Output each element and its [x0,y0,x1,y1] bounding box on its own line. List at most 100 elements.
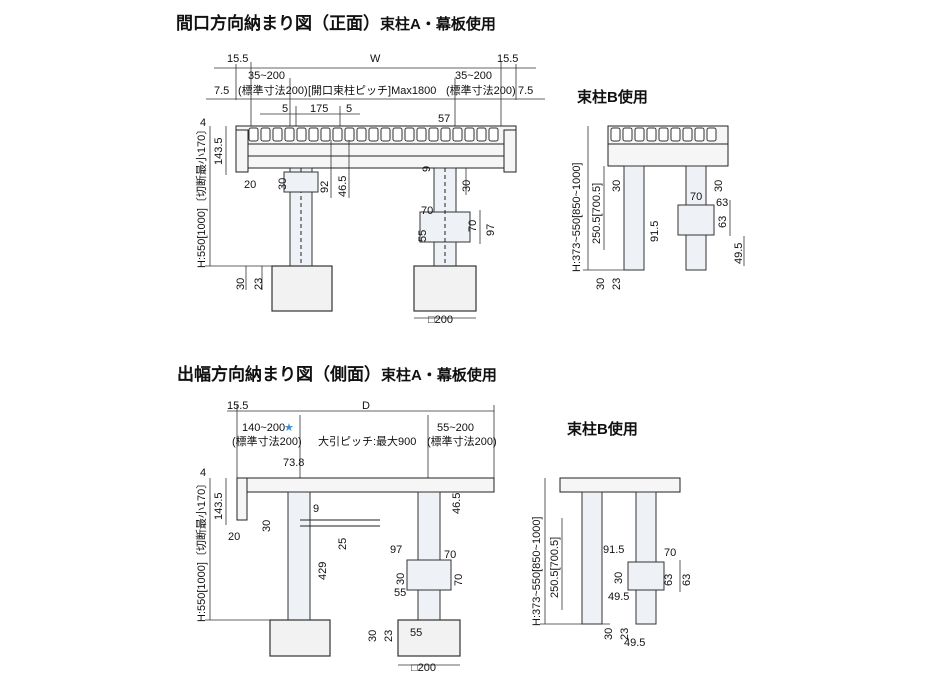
label-b-30-c: 30 [595,278,607,290]
label-30-a: 30 [277,178,289,190]
deck-cell [670,127,681,142]
side-view-subtitle: 束柱A・幕板使用 [381,367,497,384]
label-30-c: 30 [235,278,247,290]
side-b-post-right [635,491,657,625]
label-4: 4 [200,117,206,129]
front-view-title: 間口方向納まり図（正面） [176,14,380,33]
deck-cell [392,127,403,142]
side-labels: 15.5 D 140~200 ★ (標準寸法200) 大引ピッチ:最大900 5… [194,400,497,674]
label-sb-91-5: 91.5 [603,544,624,556]
label-side-25: 25 [337,538,349,550]
label-side-std200-right: (標準寸法200) [427,434,497,448]
deck-cell [634,127,645,142]
label-side-140-200: 140~200 [242,422,285,434]
label-b-63-b: 63 [717,216,729,228]
label-b-63-a: 63 [716,197,728,209]
deck-cell [464,127,475,142]
deck-cell [308,127,319,142]
label-sb-250-5: 250.5[700.5] [549,537,561,598]
label-sq200: □200 [428,314,453,326]
label-sb-63-b: 63 [681,574,693,586]
label-side-70-a: 70 [444,549,456,561]
deck-cell [658,127,669,142]
front-view-subtitle: 束柱A・幕板使用 [380,16,496,33]
label-sb-49-5-a: 49.5 [608,591,629,603]
side-post-left [287,491,311,621]
label-b-30-a: 30 [611,180,623,192]
label-side-429: 429 [317,562,329,580]
deck-cell [452,127,463,142]
front-view-heading: 間口方向納まり図（正面）束柱A・幕板使用 [176,9,496,34]
deck-cell [476,127,487,142]
label-57: 57 [438,113,450,125]
front-fascia-right [503,129,517,173]
deck-cell [428,127,439,142]
side-b-drawing [540,477,681,625]
label-side-73-8: 73.8 [283,457,304,469]
side-b-post-left [581,491,603,625]
label-7-5-right: 7.5 [518,85,533,97]
deck-cell [706,127,717,142]
label-143-5: 143.5 [213,137,225,165]
side-view-drawing [205,405,495,666]
label-5-b: 5 [346,103,352,115]
label-side-d: D [362,400,370,412]
label-pitch: [開口束柱ピッチ]Max1800 [308,83,436,97]
label-sb-70: 70 [664,547,676,559]
deck-cell [344,127,355,142]
label-97: 97 [485,224,497,236]
label-35-200-right: 35~200 [455,70,492,82]
deck-cell [646,127,657,142]
label-b-70: 70 [690,191,702,203]
label-side-15-5: 15.5 [227,400,248,412]
front-b-drawing [583,125,745,271]
front-decking [235,125,517,145]
side-view-title: 出幅方向納まり図（側面） [177,365,381,384]
label-7-5-left: 7.5 [214,85,229,97]
label-15-5-right: 15.5 [497,53,518,65]
deck-cell [610,127,621,142]
label-20: 20 [244,179,256,191]
front-b-post-left [623,165,645,271]
deck-cell [488,127,499,142]
deck-cell [622,127,633,142]
label-side-55-a: 55 [394,587,406,599]
label-side-143-5: 143.5 [213,492,225,520]
deck-cell [404,127,415,142]
label-b-91-5: 91.5 [649,221,661,242]
label-side-height: H:550[1000]〔切断最小170〕 [194,478,208,622]
label-side-30-b: 30 [395,573,407,585]
label-side-sq200: □200 [411,662,436,674]
label-side-std200-left: (標準寸法200) [232,434,302,448]
deck-cell [416,127,427,142]
deck-cell [248,127,259,142]
label-175: 175 [310,103,328,115]
label-sb-23: 23 [619,628,631,640]
deck-cell [284,127,295,142]
front-view-drawing [205,62,545,319]
label-35-200-left: 35~200 [248,70,285,82]
label-b-height: H:373~550[850~1000] [571,163,583,273]
label-9: 9 [421,166,433,172]
label-70-b: 70 [467,220,479,232]
label-b-49-5: 49.5 [733,243,745,264]
label-30-b: 30 [461,180,473,192]
label-std200-right: (標準寸法200) [446,83,516,97]
label-side-20: 20 [228,531,240,543]
label-sb-30-b: 30 [603,628,615,640]
label-w: W [370,53,381,65]
deck-cell [320,127,331,142]
label-5-a: 5 [282,103,288,115]
label-side-30-a: 30 [261,520,273,532]
deck-cell [296,127,307,142]
label-side-55-200: 55~200 [437,422,474,434]
label-sb-30-a: 30 [613,572,625,584]
front-labels: 15.5 W 15.5 35~200 (標準寸法200) [開口束柱ピッチ]Ma… [194,53,533,326]
front-b-labels: H:373~550[850~1000] 250.5[700.5] 30 30 7… [571,163,745,291]
deck-cell [682,127,693,142]
side-joist [236,477,495,493]
deck-cell [260,127,271,142]
label-side-4: 4 [200,467,206,479]
label-b-250-5: 250.5[700.5] [591,183,603,244]
